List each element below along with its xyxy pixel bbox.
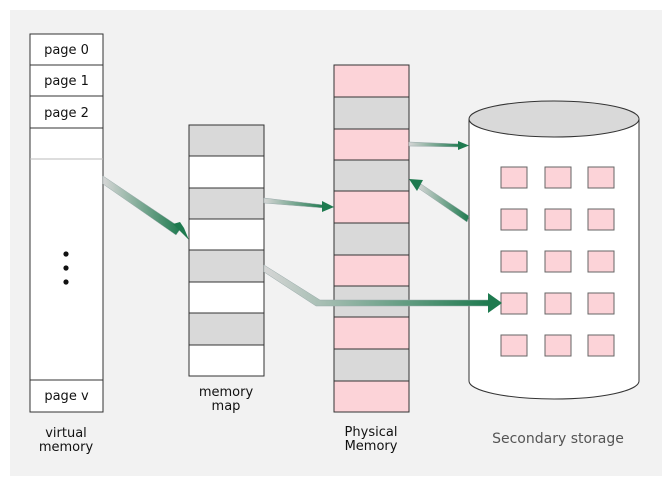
physical-memory-label-line1: Physical <box>345 425 398 440</box>
memory-map-label-line1: memory <box>199 385 254 400</box>
memory-map-cell-gray <box>188 312 265 346</box>
arrow-vm-to-map <box>102 175 189 240</box>
arrow-head <box>488 293 502 313</box>
storage-block <box>587 166 615 189</box>
ellipsis-dot <box>63 279 69 285</box>
storage-block <box>544 292 572 315</box>
pm-cell-gray <box>333 222 410 256</box>
storage-block <box>500 208 528 231</box>
pm-cell-pink <box>333 380 410 413</box>
pm-cell-gray <box>333 159 410 192</box>
storage-block <box>500 334 528 357</box>
memory-map-cell-gray <box>188 124 265 157</box>
virtual-memory: page 0 page 1 page 2 page v virtual memo… <box>29 33 104 455</box>
ellipsis-dot <box>63 265 69 271</box>
virtual-memory-label-line1: virtual <box>45 426 87 441</box>
storage-block <box>587 292 615 315</box>
arrow-storage-to-pm <box>409 179 470 223</box>
storage-cylinder-top <box>468 100 640 138</box>
arrow-map-to-pm <box>263 197 334 212</box>
arrow-head <box>458 141 469 150</box>
pm-cell-pink <box>333 128 410 161</box>
memory-map-cell-gray <box>188 187 265 220</box>
storage-block <box>544 334 572 357</box>
arrow-map-to-storage <box>263 264 502 313</box>
arrow-pm-to-storage <box>408 141 469 150</box>
pm-cell-pink <box>333 190 410 224</box>
physical-memory: Physical Memory <box>333 64 410 454</box>
physical-memory-label-line2: Memory <box>345 439 398 454</box>
vm-page-0: page 0 <box>44 43 89 58</box>
storage-block <box>500 250 528 273</box>
memory-map: memory map <box>188 124 265 414</box>
vm-page-v: page v <box>44 389 89 404</box>
storage-block <box>587 334 615 357</box>
storage-block <box>587 250 615 273</box>
storage-block <box>500 292 528 315</box>
vm-page-2: page 2 <box>44 106 89 121</box>
secondary-storage-label: Secondary storage <box>492 431 624 447</box>
pm-cell-pink <box>333 254 410 287</box>
vm-page-1: page 1 <box>44 74 89 89</box>
arrow-head <box>322 201 334 212</box>
memory-map-label-line2: map <box>212 399 241 414</box>
storage-block <box>544 250 572 273</box>
pm-cell-gray <box>333 96 410 130</box>
virtual-memory-column <box>29 33 104 413</box>
virtual-memory-label-line2: memory <box>39 440 94 455</box>
pm-cell-gray <box>333 348 410 382</box>
secondary-storage: Secondary storage <box>468 100 640 447</box>
arrow-head <box>409 179 423 191</box>
pm-cell-pink <box>333 64 410 98</box>
storage-block <box>500 166 528 189</box>
pm-cell-pink <box>333 316 410 350</box>
storage-block <box>587 208 615 231</box>
memory-map-cell-gray <box>188 249 265 283</box>
ellipsis-dot <box>63 251 69 257</box>
storage-block <box>544 208 572 231</box>
arrow-shaft <box>102 175 182 236</box>
storage-block <box>544 166 572 189</box>
arrow-head <box>173 222 189 240</box>
